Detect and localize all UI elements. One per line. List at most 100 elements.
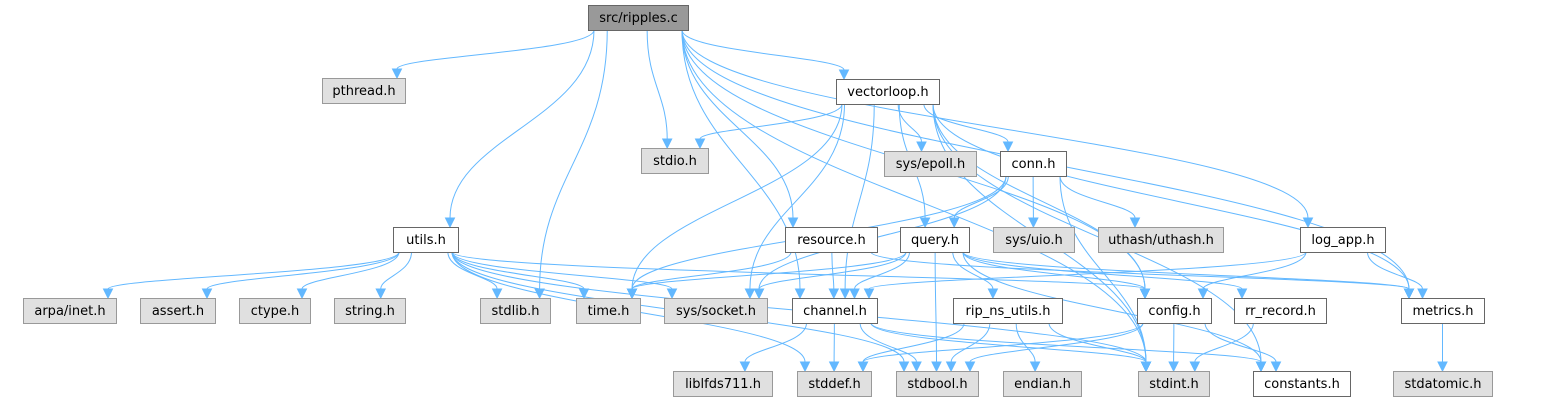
arrowhead-utils_h-to-assert_h — [201, 288, 213, 300]
node-label: uthash/uthash.h — [1108, 233, 1214, 248]
arrowhead-utils_h-to-stdbool_h — [898, 361, 910, 373]
edge-vectorloop_h-to-conn_h — [923, 103, 1009, 143]
node-box — [322, 78, 406, 104]
node-sys-uio-h: sys/uio.h — [993, 227, 1075, 253]
node-query-h[interactable]: query.h — [900, 227, 970, 253]
node-label: rip_ns_utils.h — [966, 304, 1051, 319]
edge-conn_h-to-query_h — [953, 175, 1009, 219]
arrowhead-query_h-to-config_h — [1139, 288, 1151, 300]
edge-vectorloop_h-to-channel_h — [844, 103, 875, 290]
node-rip-ns-utils-h[interactable]: rip_ns_utils.h — [953, 298, 1063, 324]
edge-query_h-to-time_h — [631, 251, 907, 290]
node-box — [334, 298, 406, 324]
node-box — [1000, 151, 1067, 177]
node-label: sys/socket.h — [676, 304, 756, 319]
node-rr-record-h[interactable]: rr_record.h — [1234, 298, 1327, 324]
arrowhead-rip_ns_utils_h-to-endian_h — [1029, 361, 1041, 373]
node-assert-h: assert.h — [140, 298, 216, 324]
node-uthash-h: uthash/uthash.h — [1098, 227, 1224, 253]
edge-query_h-to-channel_h — [854, 251, 910, 290]
node-box — [1253, 371, 1351, 397]
node-label: sys/epoll.h — [896, 157, 965, 172]
node-vectorloop-h[interactable]: vectorloop.h — [836, 79, 940, 105]
edge-rr_record_h-to-stdint_h — [1194, 322, 1254, 363]
node-label: time.h — [588, 304, 630, 319]
node-box — [1138, 371, 1210, 397]
edge-utils_h-to-config_h — [451, 251, 1146, 290]
node-pthread-h: pthread.h — [322, 78, 406, 104]
node-log-app-h[interactable]: log_app.h — [1300, 227, 1386, 253]
edge-vectorloop_h-to-metrics_h — [932, 103, 1410, 290]
node-resource-h[interactable]: resource.h — [785, 227, 878, 253]
arrowhead-conn_h-to-sys_uio_h — [1028, 217, 1039, 229]
edge-utils_h-to-arpa_inet_h — [107, 251, 400, 290]
node-box — [588, 5, 689, 31]
node-constants-h[interactable]: constants.h — [1253, 371, 1351, 397]
node-label: rr_record.h — [1245, 304, 1316, 319]
node-box — [792, 298, 878, 324]
node-sys-socket-h: sys/socket.h — [664, 298, 768, 324]
node-channel-h[interactable]: channel.h — [792, 298, 878, 324]
edge-log_app_h-to-channel_h — [868, 251, 1307, 290]
node-conn-h[interactable]: conn.h — [1000, 151, 1067, 177]
node-arpa-inet-h: arpa/inet.h — [23, 298, 117, 324]
node-label: sys/uio.h — [1005, 233, 1063, 248]
node-string-h: string.h — [334, 298, 406, 324]
edge-rip_ns_utils_h-to-endian_h — [1015, 322, 1036, 363]
node-box — [393, 227, 459, 253]
edge-utils_h-to-assert_h — [206, 251, 400, 290]
arrowhead-vectorloop_h-to-sys_epoll_h — [916, 141, 927, 153]
arrowhead-channel_h-to-stddef_h — [828, 361, 840, 373]
node-box — [673, 371, 773, 397]
node-box — [664, 298, 768, 324]
node-box — [953, 298, 1063, 324]
node-ripples-c[interactable]: src/ripples.c — [588, 5, 689, 31]
arrowhead-config_h-to-stdbool_h — [964, 361, 976, 373]
node-box — [576, 298, 641, 324]
edge-conn_h-to-stdint_h — [1059, 175, 1147, 363]
node-label: metrics.h — [1412, 304, 1473, 319]
edge-utils_h-to-sys_socket_h — [451, 251, 673, 290]
edge-query_h-to-rr_record_h — [962, 251, 1243, 290]
arrowhead-query_h-to-metrics_h — [1403, 288, 1415, 300]
edge-log_app_h-to-metrics_h — [1367, 251, 1423, 290]
node-label: stdlib.h — [492, 304, 540, 319]
edge-query_h-to-rip_ns_utils_h — [952, 251, 994, 290]
node-metrics-h[interactable]: metrics.h — [1401, 298, 1485, 324]
node-label: log_app.h — [1311, 233, 1374, 248]
edge-rip_ns_utils_h-to-stdint_h — [1048, 322, 1147, 363]
edge-vectorloop_h-to-sys_socket_h — [749, 103, 845, 290]
node-label: stddef.h — [808, 377, 860, 392]
node-utils-h[interactable]: utils.h — [393, 227, 459, 253]
arrowhead-ripples_c-to-stdio_h — [661, 138, 673, 150]
arrowhead-query_h-to-stdbool_h — [931, 361, 942, 373]
edge-ripples_c-to-utils_h — [449, 29, 595, 219]
edge-vectorloop_h-to-config_h — [932, 103, 1146, 290]
node-label: pthread.h — [332, 84, 395, 99]
arrowhead-utils_h-to-stdlib_h — [491, 288, 503, 300]
edge-resource_h-to-channel_h — [831, 251, 835, 290]
node-stdbool-h: stdbool.h — [896, 371, 979, 397]
arrowhead-query_h-to-rip_ns_utils_h — [987, 288, 999, 300]
arrowhead-vectorloop_h-to-channel_h — [839, 288, 851, 300]
node-label: string.h — [345, 304, 395, 319]
arrowhead-log_app_h-to-config_h — [1197, 288, 1209, 300]
arrowhead-utils_h-to-string_h — [375, 288, 387, 300]
node-label: assert.h — [152, 304, 204, 319]
node-box — [480, 298, 551, 324]
node-box — [900, 227, 970, 253]
node-label: config.h — [1148, 304, 1200, 319]
node-box — [1098, 227, 1224, 253]
arrowhead-ripples_c-to-channel_h — [794, 288, 806, 300]
node-label: ctype.h — [251, 304, 300, 319]
arrowhead-config_h-to-stdint_h — [1168, 361, 1179, 373]
arrowhead-log_app_h-to-channel_h — [863, 288, 875, 300]
node-label: constants.h — [1264, 377, 1340, 392]
edge-ripples_c-to-pthread_h — [396, 29, 595, 70]
arrowhead-rip_ns_utils_h-to-stdbool_h — [945, 361, 957, 373]
edge-conn_h-to-uthash_h — [1059, 175, 1136, 219]
node-label: src/ripples.c — [599, 11, 677, 26]
edge-vectorloop_h-to-time_h — [631, 103, 843, 290]
node-config-h[interactable]: config.h — [1137, 298, 1212, 324]
